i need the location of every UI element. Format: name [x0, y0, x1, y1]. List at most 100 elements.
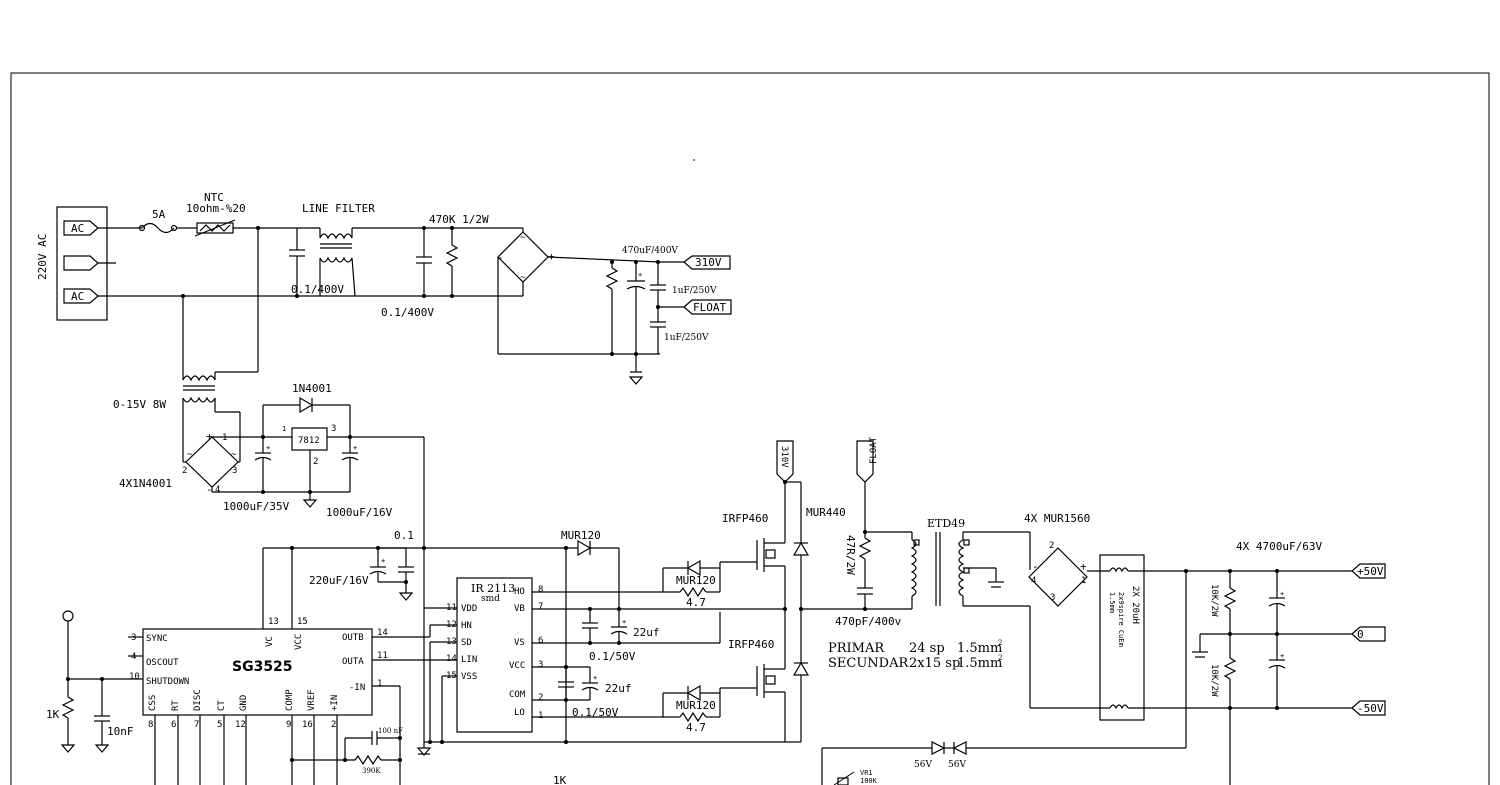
secondary-label: SECUNDAR — [828, 656, 909, 671]
aux-bridge-pin-1: 1 — [222, 433, 227, 443]
sg-right-name-outb: OUTB — [342, 633, 364, 643]
trimmer-value: 100K — [860, 777, 878, 785]
ir-right-name-vcc: VCC — [509, 661, 525, 671]
ir2113-sub: smd — [481, 594, 500, 604]
aux-cap1-label: 1000uF/35V — [223, 500, 290, 513]
mosfet-low-label: IRFP460 — [728, 638, 774, 651]
cap-x2-label: 0.1/400V — [381, 306, 434, 319]
primary-turns: 24 sp — [909, 641, 945, 656]
rail-float-label: FLOAT — [693, 301, 726, 314]
snubber: 47R/2W 470pF/400v — [835, 532, 902, 628]
svg-text:~: ~ — [187, 450, 193, 460]
ir-right-pin-7: 7 — [538, 602, 543, 612]
sg-bot-pin-7: 7 — [194, 720, 199, 730]
regulator-7812: 7812 1 3 2 — [282, 424, 336, 467]
ir2113-name: IR 2113 — [471, 582, 515, 595]
etd49-label: ETD49 — [927, 517, 965, 530]
aux-cap-1000u-16v: + 1000uF/16V — [326, 437, 393, 519]
ir-left-name-sd: SD — [461, 638, 472, 648]
drawing-frame — [10, 72, 1490, 785]
trimmer-name: VR1 — [860, 769, 873, 777]
boot-cap-01-label: 0.1/50V — [589, 650, 636, 663]
output-bridge-label: 4X MUR1560 — [1024, 512, 1090, 525]
decoupling-caps: + 220uF/16V — [309, 547, 414, 601]
shutdown-cap-label: 10nF — [107, 725, 134, 738]
sg-top-pin-13: 13 — [268, 617, 279, 627]
main-bridge-rectifier: ~ ~ - + — [497, 227, 661, 354]
svg-text:-: - — [1032, 560, 1039, 573]
sg-bot-name-vref: VREF — [307, 689, 317, 711]
aux-transformer: 0-15V 8W — [113, 372, 216, 411]
svg-text:+: + — [1280, 590, 1284, 598]
bleeder-label: 470K 1/2W — [429, 213, 489, 226]
choke-line2: 1.5mm — [1108, 592, 1116, 613]
film-cap-b-label: 1uF/250V — [664, 333, 709, 343]
sg-bot-name-ct: CT — [217, 700, 227, 711]
zener-pair: 56V 56V — [914, 741, 967, 770]
sg-bot-name-in-pos: +IN — [330, 695, 340, 711]
sg-right-pin-14: 14 — [377, 628, 388, 638]
svg-text:+: + — [266, 444, 270, 452]
low-gate-res-label: 4.7 — [686, 721, 706, 734]
ir-left-name-hn: HN — [461, 621, 472, 631]
out-bridge-pin-4: 4 — [1031, 576, 1036, 586]
sg-bot-pin-9: 9 — [286, 720, 291, 730]
boot-cap-22u-label: 22uf — [633, 626, 660, 639]
bootstrap-diode-label: MUR120 — [561, 529, 601, 542]
film-capacitors: 1uF/250V 1uF/250V — [650, 260, 717, 354]
sg-bot-pin-8: 8 — [148, 720, 153, 730]
sg-bot-name-comp: COMP — [285, 689, 295, 711]
aux-bridge-pin-2: 2 — [182, 466, 187, 476]
sg-top-name-vc: VC — [265, 636, 275, 647]
ir-right-pin-3: 3 — [538, 660, 543, 670]
ir-left-name-vdd: VDD — [461, 604, 477, 614]
regulator-pin-out: 3 — [331, 424, 336, 434]
bleeder-resistor: 470K 1/2W — [429, 213, 489, 298]
rail-310-flag — [683, 255, 731, 270]
aux-bridge: +- ~~ 1 2 3 4 4X1N4001 — [119, 430, 240, 496]
sg-right-name-in-neg: -IN — [349, 683, 365, 693]
aux-cap2-label: 1000uF/16V — [326, 506, 393, 519]
svg-text:~: ~ — [520, 273, 526, 283]
zener-2-label: 56V — [948, 760, 966, 770]
sg-left-name-shutdown: SHUTDOWN — [146, 677, 189, 687]
etd49-transformer: ETD49 — [910, 517, 1030, 609]
zener-1-label: 56V — [914, 760, 932, 770]
svg-text:+: + — [638, 271, 642, 279]
svg-text:+: + — [593, 674, 597, 682]
shutdown-res-label: 1K — [46, 708, 60, 721]
svg-text:~: ~ — [520, 233, 526, 243]
ntc-resistor: NTC 10ohm-%20 — [186, 191, 246, 237]
mosfet-high: IRFP460 — [722, 512, 786, 609]
svg-text:-: - — [497, 251, 504, 264]
sg-top-pin-15: 15 — [297, 617, 308, 627]
out-neg-flag — [1351, 700, 1386, 716]
ir-left-pin-11: 11 — [446, 603, 457, 613]
sg3525-name: SG3525 — [232, 659, 293, 675]
ir-right-pin-8: 8 — [538, 585, 543, 595]
aux-cap-1000u-35v: + 1000uF/35V — [223, 437, 290, 513]
ir-right-pin-1: 1 — [538, 711, 543, 721]
snubber-res-label: 47R/2W — [844, 535, 857, 575]
cap-x2: 0.1/400V — [381, 226, 434, 319]
sg-left-name-oscout: OSCOUT — [146, 658, 179, 668]
aux-bridge-pin-4: 4 — [215, 485, 220, 495]
out-bridge-pin-3: 3 — [1050, 593, 1055, 603]
bootstrap-diode-mur120: MUR120 — [561, 529, 620, 609]
bootstrap-caps: + 22uf 0.1/50V — [582, 609, 660, 663]
sg-left-pin-4: 4 — [131, 652, 136, 662]
out-neg-label: -50V — [1357, 702, 1384, 715]
output-bridge: 4X MUR1560 -+ 1 2 3 4 — [1024, 512, 1110, 708]
vcc-cap-01-label: 0.1/50V — [572, 706, 619, 719]
regulator-label: 7812 — [298, 436, 320, 446]
sg-right-pin-11: 11 — [377, 651, 388, 661]
mains-connector: 220V AC AC AC — [36, 206, 108, 321]
sg-left-name-sync: SYNC — [146, 634, 168, 644]
svg-text:~: ~ — [231, 450, 237, 460]
mains-label: 220V AC — [36, 234, 49, 280]
sg3525-controller: SG3525 3 SYNC 4 OSCOUT 10 SHUTDOWN 13 VC… — [129, 617, 388, 730]
svg-text:-: - — [206, 483, 213, 496]
output-res-b-label: 10K/2W — [1209, 664, 1219, 697]
ir-right-name-vb: VB — [514, 604, 525, 614]
